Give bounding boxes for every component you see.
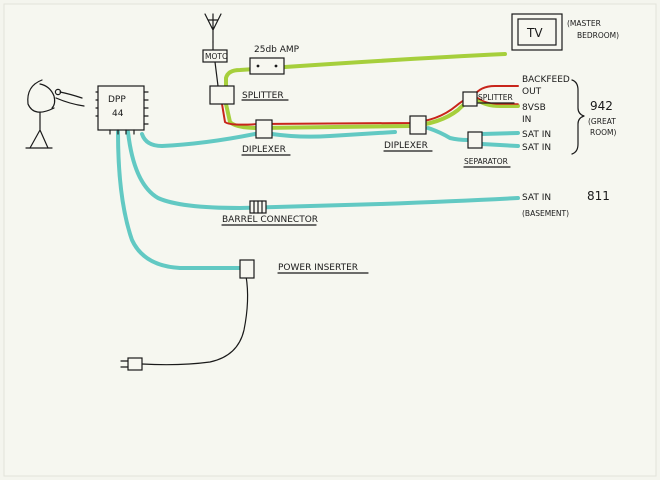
barrel-connector: BARREL CONNECTOR [221,200,318,226]
number-811-label: 811 [587,189,610,203]
number-942-label: 942 [590,99,613,113]
moto-to-splitter [214,61,219,87]
great-room-brace [571,79,585,155]
separator: SEPARATOR [463,131,511,168]
sat-cable-out-1 [480,131,520,136]
diplexer-left-label: DIPLEXER [242,145,286,155]
satellite-dish-icon [25,79,85,149]
sat-cable-between-diplexers [270,130,397,139]
power-plug-icon [120,357,143,371]
diplexer-left: DIPLEXER [241,119,291,156]
basement-label: (BASEMENT) [522,209,569,218]
sat-cable-to-diplexer [140,132,257,149]
splitter-top: SPLITTER [209,85,289,105]
sat-cable-power-inserter [116,130,242,270]
sat-in-label-1: SAT IN [522,130,551,140]
vsb-label-2: IN [522,115,531,125]
sat-in-label-3: SAT IN [522,193,551,203]
amp-label: 25db AMP [254,45,300,55]
vsb-label-1: 8VSB [522,103,546,113]
moto-box: MOTO [202,49,228,63]
master-bedroom-label-2: BEDROOM) [577,31,619,40]
dpp-number-label: 44 [112,109,124,119]
great-room-label-1: (GREAT [588,117,616,126]
diplexer-right-label: DIPLEXER [384,141,428,151]
sat-cable-out-2 [480,142,520,148]
sat-in-label-2: SAT IN [522,143,551,153]
tv-label: TV [526,26,543,40]
sat-cable-basement [126,130,520,211]
splitter-top-label: SPLITTER [242,91,284,101]
moto-label: MOTO [205,52,228,61]
ota-cable-to-amp [224,52,507,88]
barrel-label: BARREL CONNECTOR [222,215,318,225]
backfeed-label-1: BACKFEED [522,75,570,85]
dpp44-switch: DPP 44 [95,85,149,135]
red-cable [221,97,469,126]
power-inserter: POWER INSERTER [239,259,369,279]
great-room-label-2: ROOM) [590,128,616,137]
tv-icon: TV (MASTER BEDROOM) [511,13,619,51]
separator-label: SEPARATOR [464,157,508,166]
paper-sheet [3,3,657,477]
splitter-right-label: SPLITTER [478,93,513,102]
master-bedroom-label-1: (MASTER [567,19,601,28]
power-cord [141,275,249,366]
antenna-icon [204,13,222,43]
dpp-label: DPP [108,95,126,105]
diplexer-right: DIPLEXER [383,115,433,152]
splitter-right: SPLITTER [462,91,515,107]
power-inserter-label: POWER INSERTER [278,263,358,273]
vsb-cable-green [476,98,520,108]
sat-cable-to-separator [426,126,470,142]
amplifier: 25db AMP [249,45,300,75]
backfeed-label-2: OUT [522,87,542,97]
